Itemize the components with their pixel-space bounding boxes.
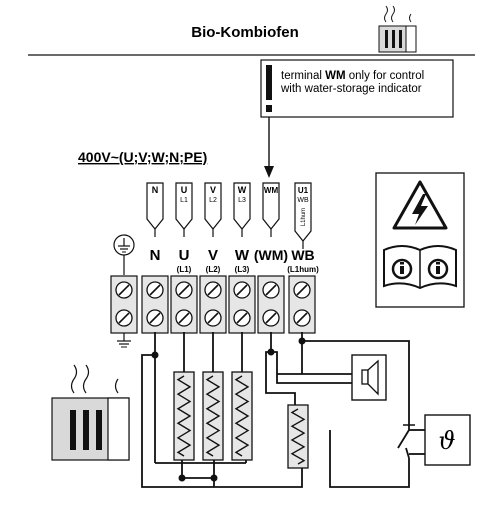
heating-element [173,371,195,461]
cable-tag-sublabel: L2 [209,197,217,204]
cable-tag-sublabel: WB [297,197,309,204]
cable-tag-extra: L1hum [301,208,307,226]
terminal-block [110,275,316,334]
control-symbol: 𝜗 [438,427,455,455]
cable-tag-1: N [146,182,164,237]
cable-tag-5: WM [262,182,280,237]
header-title: Bio-Kombiofen [191,24,298,41]
note-line1: terminal WM only for control [281,70,424,82]
note-line2: with water-storage indicator [280,83,422,95]
terminal-sub-l1hum: (L1hum) [287,265,319,274]
terminal-4 [199,275,227,334]
cable-tag-label: W [238,185,247,195]
switch-icon [397,424,415,459]
cable-tag-label: U [181,185,188,195]
terminal-label-wb: WB [291,247,314,263]
terminal-label-u: U [179,247,190,264]
heating-element [231,371,253,461]
terminal-5 [228,275,256,334]
cable-tag-3: V L2 [204,182,222,237]
high-voltage-icon [392,180,448,230]
ground-icon [113,234,135,275]
sauna-stove-icon [378,5,417,53]
cable-tag-2: U L1 [175,182,193,237]
terminal-label-wm: (WM) [254,247,288,263]
junction-dots [151,337,306,482]
pe-ground-bottom [117,333,131,348]
terminal-3 [170,275,198,334]
cable-tag-sublabel: L1 [180,197,188,204]
sauna-stove-large [51,364,130,461]
humidifier-heater [287,404,309,469]
cable-tag-label: N [152,185,159,195]
cable-tag-4: W L3 [233,182,251,237]
speaker-icon [351,354,387,401]
cable-tag-label: U1 [298,186,309,195]
cable-tag-label: V [210,185,216,195]
heating-elements [173,371,309,469]
terminal-label-w: W [235,247,250,264]
heating-element [202,371,224,461]
warning-box [375,172,465,308]
terminal-sub-l1: (L1) [177,265,192,274]
terminal-sub-l3: (L3) [235,265,250,274]
terminal-label-v: V [208,247,218,264]
supply-label: 400V~(U;V;W;N;PE) [78,149,207,165]
terminal-sub-l2: (L2) [206,265,221,274]
cable-tag-sublabel: L3 [238,197,246,204]
cable-tag-label: WM [264,186,279,195]
terminal-label-n: N [150,247,161,264]
exclamation-icon [266,65,272,112]
read-manual-icon [383,245,457,290]
terminal-1 [110,275,138,334]
note-box: terminal WM only for control with water-… [260,59,454,118]
note-pointer-arrow [264,166,274,178]
terminal-2 [141,275,169,334]
terminal-7 [288,275,316,334]
control-symbol-box: 𝜗 [424,414,471,466]
terminal-6 [257,275,285,334]
